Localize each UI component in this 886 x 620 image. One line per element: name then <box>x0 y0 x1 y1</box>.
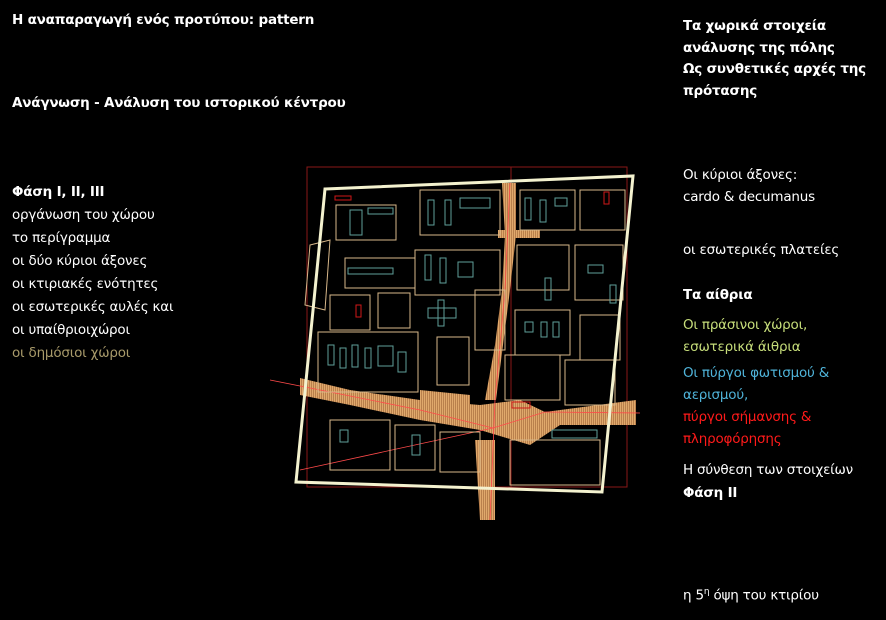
right-heading: Τα χωρικά στοιχεία ανάλυσης της πόλης Ως… <box>683 16 866 102</box>
towers-text: Οι πύργοι φωτισμού & αερισμού, <box>683 362 829 406</box>
list-item: οργάνωση του χώρου <box>12 207 155 223</box>
building-blocks <box>304 189 626 486</box>
list-item: οι δύο κύριοι άξονες <box>12 253 148 269</box>
slide-title: Η αναπαραγωγή ενός προτύπου: pattern <box>12 12 315 28</box>
phase-heading: Φάση Ι, ΙΙ, ΙΙΙ <box>12 184 105 200</box>
signal-line: πύργοι σήμανσης & <box>683 409 812 425</box>
green-line: εσωτερικά άιθρια <box>683 339 801 355</box>
axes-line: cardo & decumanus <box>683 189 815 205</box>
slide-subtitle: Ανάγνωση - Ανάλυση του ιστορικού κέντρου <box>12 95 346 111</box>
list-item: οι εσωτερικές αυλές και <box>12 299 174 315</box>
heading-line: ανάλυσης της πόλης <box>683 39 835 56</box>
phase-list: Φάση Ι, ΙΙ, ΙΙΙ οργάνωση του χώρου το πε… <box>12 181 174 365</box>
facade-sup: η <box>703 587 710 597</box>
facade-prefix: η 5 <box>683 587 704 604</box>
signal-towers <box>334 191 610 409</box>
atria-text: Τα αίθρια <box>683 287 753 303</box>
facade-text: η 5η όψη του κτιρίου <box>683 581 819 607</box>
phase2-text: Φάση ΙΙ <box>683 485 738 501</box>
facade-suffix: όψη του κτιρίου <box>709 587 819 604</box>
list-item: οι υπαίθριοιχώροι <box>12 322 130 338</box>
axes-text: Οι κύριοι άξονες: cardo & decumanus <box>683 164 815 208</box>
signal-towers-text: πύργοι σήμανσης & πληροφόρησης <box>683 406 811 450</box>
towers-line: αερισμού, <box>683 387 749 403</box>
towers-line: Οι πύργοι φωτισμού & <box>683 365 830 381</box>
synthesis-text: Η σύνθεση των στοιχείων <box>683 462 853 478</box>
list-item: το περίγραμμα <box>12 230 111 246</box>
heading-line: Τα χωρικά στοιχεία <box>683 18 826 34</box>
green-spaces-text: Οι πράσινοι χώροι, εσωτερικά άιθρια <box>683 314 807 358</box>
inner-courts <box>327 197 617 456</box>
site-frame-red <box>306 166 628 488</box>
plan-outline <box>294 174 635 494</box>
axes-line: Οι κύριοι άξονες: <box>683 167 798 183</box>
list-item: οι κτιριακές ενότητες <box>12 276 159 292</box>
axis-centerlines <box>269 182 641 521</box>
heading-line: πρότασης <box>683 82 758 99</box>
heading-line: Ως συνθετικές αρχές της <box>683 61 866 77</box>
signal-line: πληροφόρησης <box>683 431 782 447</box>
squares-text: οι εσωτερικές πλατείες <box>683 242 840 258</box>
green-line: Οι πράσινοι χώροι, <box>683 317 808 333</box>
public-spaces-item: οι δημόσιοι χώροι <box>12 345 131 361</box>
